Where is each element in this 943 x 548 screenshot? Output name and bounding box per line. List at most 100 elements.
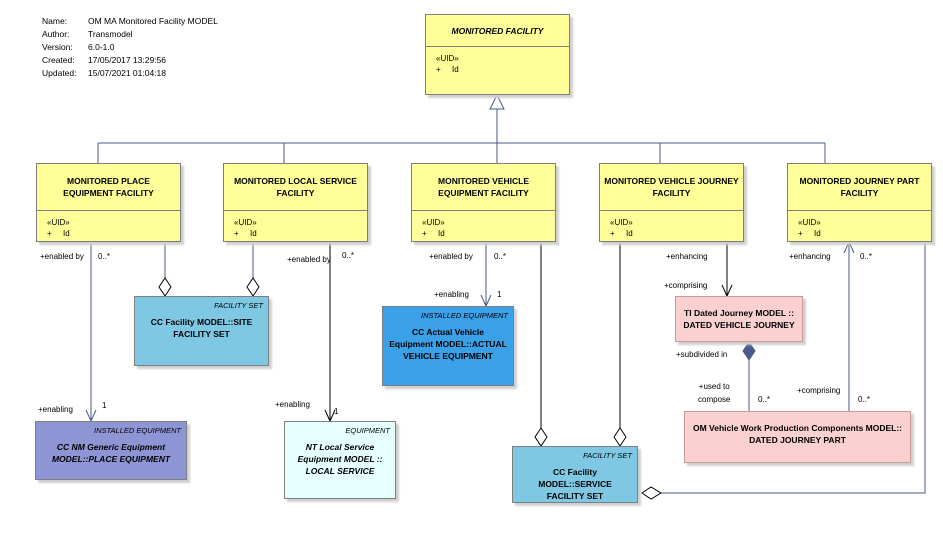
aggregation-diamond	[246, 277, 260, 297]
role-label: +enabling	[275, 400, 310, 409]
stereotype: FACILITY SET	[214, 301, 263, 310]
class-title: CC Actual Vehicle Equipment MODEL::ACTUA…	[389, 327, 507, 361]
aggregation-diamond	[641, 486, 662, 500]
role-label: +enabled by	[40, 252, 84, 261]
class-title: TI Dated Journey MODEL :: DATED VEHICLE …	[683, 308, 795, 330]
class-title: MONITORED VEHICLE JOURNEY FACILITY	[600, 164, 743, 211]
multiplicity-label: 1	[102, 401, 107, 410]
visibility: +	[436, 65, 441, 74]
class-title: MONITORED FACILITY	[426, 15, 569, 47]
stereotype: «UID»	[798, 218, 821, 227]
role-label: +subdivided in	[676, 350, 728, 359]
meta-key: Version:	[42, 42, 73, 52]
class-place-equipment[interactable]: INSTALLED EQUIPMENT CC NM Generic Equipm…	[35, 421, 187, 480]
class-title: MONITORED VEHICLE EQUIPMENT FACILITY	[412, 164, 555, 211]
attribute-name: Id	[452, 65, 459, 74]
class-dated-journey-part[interactable]: OM Vehicle Work Production Components MO…	[684, 411, 911, 463]
class-monitored-journey-part-facility[interactable]: MONITORED JOURNEY PART FACILITY «UID» + I…	[787, 163, 932, 242]
stereotype: «UID»	[234, 218, 257, 227]
stereotype: «UID»	[422, 218, 445, 227]
visibility: +	[798, 229, 803, 238]
attribute-name: Id	[250, 229, 257, 238]
meta-row-version: Version: 6.0-1.0	[42, 41, 218, 54]
class-monitored-local-service-facility[interactable]: MONITORED LOCAL SERVICE FACILITY «UID» +…	[223, 163, 368, 242]
meta-key: Created:	[42, 55, 75, 65]
class-monitored-place-equipment-facility[interactable]: MONITORED PLACE EQUIPMENT FACILITY «UID»…	[36, 163, 181, 242]
role-label: +comprising	[664, 281, 708, 290]
aggregation-diamond	[534, 427, 548, 447]
meta-value: 6.0-1.0	[88, 42, 115, 52]
attribute-row: + Id	[610, 228, 743, 239]
meta-row-name: Name: OM MA Monitored Facility MODEL	[42, 15, 218, 28]
meta-row-created: Created: 17/05/2017 13:29:56	[42, 54, 218, 67]
class-title: OM Vehicle Work Production Components MO…	[692, 423, 903, 445]
visibility: +	[234, 229, 239, 238]
meta-key: Author:	[42, 29, 70, 39]
attribute-name: Id	[814, 229, 821, 238]
meta-key: Updated:	[42, 68, 77, 78]
multiplicity-label: 1	[334, 407, 339, 416]
meta-value: 17/05/2017 13:29:56	[88, 55, 166, 65]
meta-value: OM MA Monitored Facility MODEL	[88, 16, 218, 26]
class-monitored-vehicle-equipment-facility[interactable]: MONITORED VEHICLE EQUIPMENT FACILITY «UI…	[411, 163, 556, 242]
multiplicity-label: 0..*	[98, 252, 111, 261]
class-site-facility-set[interactable]: FACILITY SET CC Facility MODEL::SITE FAC…	[134, 296, 269, 366]
arrow-head	[843, 240, 855, 254]
aggregation-diamond	[613, 427, 627, 447]
class-attributes: «UID» + Id	[37, 211, 180, 239]
class-attributes: «UID» +Id	[426, 47, 569, 75]
class-attributes: «UID» + Id	[224, 211, 367, 239]
stereotype: FACILITY SET	[583, 451, 632, 460]
role-label: +comprising	[797, 386, 841, 395]
attribute-row: + Id	[234, 228, 367, 239]
visibility: +	[610, 229, 615, 238]
stereotype: INSTALLED EQUIPMENT	[94, 426, 181, 435]
attribute-name: Id	[626, 229, 633, 238]
class-title: MONITORED PLACE EQUIPMENT FACILITY	[37, 164, 180, 211]
stereotype: «UID»	[610, 218, 633, 227]
composition-diamond	[742, 341, 756, 361]
role-label: +enabling	[434, 290, 469, 299]
meta-row-updated: Updated:15/07/2021 01:04:18	[42, 67, 218, 80]
stereotype: INSTALLED EQUIPMENT	[421, 311, 508, 320]
multiplicity-label: 1	[497, 290, 502, 299]
class-attributes: «UID» + Id	[788, 211, 931, 239]
meta-key: Name:	[42, 16, 68, 26]
multiplicity-label: 0..*	[858, 395, 871, 404]
visibility: +	[47, 229, 52, 238]
role-label: +enabled by	[429, 252, 473, 261]
class-monitored-facility[interactable]: MONITORED FACILITY «UID» +Id	[425, 14, 570, 95]
attribute-row: + Id	[47, 228, 180, 239]
class-attributes: «UID» + Id	[600, 211, 743, 239]
attribute-row: + Id	[422, 228, 555, 239]
class-title: CC Facility MODEL::SITE FACILITY SET	[150, 317, 253, 339]
role-label: +enabling	[38, 405, 73, 414]
class-dated-vehicle-journey[interactable]: TI Dated Journey MODEL :: DATED VEHICLE …	[675, 296, 803, 342]
class-title: NT Local Service Equipment MODEL :: LOCA…	[297, 442, 383, 476]
class-title: CC Facility MODEL::SERVICE FACILITY SET	[538, 467, 612, 501]
stereotype: EQUIPMENT	[345, 426, 390, 435]
class-monitored-vehicle-journey-facility[interactable]: MONITORED VEHICLE JOURNEY FACILITY «UID»…	[599, 163, 744, 242]
multiplicity-label: 0..*	[860, 252, 873, 261]
class-title: CC NM Generic Equipment MODEL::PLACE EQU…	[51, 442, 171, 464]
attribute-row: + Id	[798, 228, 931, 239]
attribute-row: + Id	[436, 64, 569, 75]
aggregation-diamond	[158, 277, 172, 297]
class-actual-vehicle-equipment[interactable]: INSTALLED EQUIPMENT CC Actual Vehicle Eq…	[382, 306, 514, 386]
aggregation-line	[661, 242, 926, 494]
class-local-service[interactable]: EQUIPMENT NT Local Service Equipment MOD…	[284, 421, 396, 499]
generalization-triangle	[489, 93, 505, 110]
visibility: +	[422, 229, 427, 238]
multiplicity-label: 0..*	[758, 395, 771, 404]
role-label: +enabled by	[287, 255, 331, 264]
attribute-name: Id	[63, 229, 70, 238]
stereotype: «UID»	[47, 218, 70, 227]
meta-row-author: Author: Transmodel	[42, 28, 218, 41]
attribute-name: Id	[438, 229, 445, 238]
multiplicity-label: 0..*	[342, 251, 355, 260]
class-title: MONITORED LOCAL SERVICE FACILITY	[224, 164, 367, 211]
class-service-facility-set[interactable]: FACILITY SET CC Facility MODEL::SERVICE …	[512, 446, 638, 503]
meta-value: Transmodel	[88, 29, 133, 39]
class-title: MONITORED JOURNEY PART FACILITY	[788, 164, 931, 211]
